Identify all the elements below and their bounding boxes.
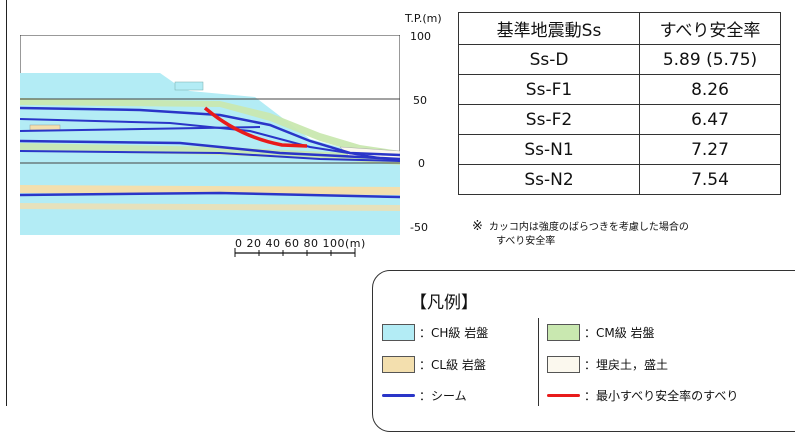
ss-cell: Ss-N1 — [458, 134, 640, 165]
legend-divider — [538, 318, 539, 406]
cl-band — [20, 185, 400, 195]
elevation-label: 0 — [418, 157, 425, 170]
seam-swatch — [382, 387, 415, 404]
cm-swatch — [547, 324, 580, 341]
column-header: すべり安全率 — [639, 12, 781, 45]
legend-label: ：埋戻土，盛土 — [584, 358, 669, 372]
safety-factor-cell: 5.89 (5.75) — [639, 44, 781, 75]
table-row: Ss-F2 6.47 — [458, 104, 781, 135]
legend-item-fill: ：埋戻土，盛土 — [547, 356, 668, 373]
legend-label: ：CH級 岩盤 — [419, 326, 489, 340]
cm-band — [20, 143, 400, 165]
cl-swatch — [382, 356, 415, 373]
scale-bar — [234, 248, 356, 257]
slip-swatch — [547, 387, 580, 404]
ch-swatch — [382, 324, 415, 341]
ss-cell: Ss-F1 — [458, 74, 640, 105]
elevation-label: -50 — [410, 221, 428, 234]
seam-line — [20, 191, 400, 199]
ss-cell: Ss-D — [458, 44, 640, 75]
legend-item-seam: ：シーム — [382, 387, 467, 404]
legend-label: ：最小すべり安全率のすべり — [584, 389, 739, 403]
legend-item-cm: ：CM級 岩盤 — [547, 324, 655, 341]
reference-mark: ※ — [472, 219, 483, 234]
safety-factor-cell: 6.47 — [639, 104, 781, 135]
critical-slip-surface — [203, 106, 308, 148]
legend-label: ：CL級 岩盤 — [419, 358, 486, 372]
seam-line — [20, 118, 400, 162]
legend-item-ch: ：CH級 岩盤 — [382, 324, 488, 341]
elevation-label: 50 — [413, 94, 427, 107]
geological-cross-section — [20, 35, 400, 235]
note-line: カッコ内は強度のばらつきを考慮した場合の — [488, 222, 689, 233]
note-line: すべり安全率 — [496, 236, 556, 247]
safety-factor-cell: 8.26 — [639, 74, 781, 105]
seam-line — [20, 139, 400, 161]
table-row: Ss-D 5.89 (5.75) — [458, 44, 781, 75]
seam-line — [20, 150, 400, 162]
table-header-row: 基準地震動Ss すべり安全率 — [458, 12, 781, 45]
legend-item-cl: ：CL級 岩盤 — [382, 356, 486, 373]
table-note: ※ カッコ内は強度のばらつきを考慮した場合の すべり安全率 — [472, 220, 689, 249]
scale-label: 0 20 40 60 80 100(m) — [235, 237, 366, 250]
cl-band — [29, 124, 61, 131]
elevation-label: 100 — [410, 30, 431, 43]
fill-swatch — [547, 356, 580, 373]
cl-band — [20, 203, 400, 211]
ss-cell: Ss-N2 — [458, 164, 640, 195]
legend-item-slip: ：最小すべり安全率のすべり — [547, 387, 738, 404]
left-frame-border — [6, 0, 7, 406]
seam-line — [20, 126, 261, 132]
table-row: Ss-N2 7.54 — [458, 164, 781, 195]
column-header: 基準地震動Ss — [458, 12, 640, 45]
legend-label: ：シーム — [419, 389, 467, 403]
legend-title: 【凡例】 — [410, 293, 478, 313]
tp-label: T.P.(m) — [405, 12, 442, 25]
safety-factor-table: 基準地震動Ss すべり安全率 Ss-D 5.89 (5.75) Ss-F1 8.… — [458, 12, 781, 195]
table-row: Ss-F1 8.26 — [458, 74, 781, 105]
ss-cell: Ss-F2 — [458, 104, 640, 135]
safety-factor-cell: 7.27 — [639, 134, 781, 165]
ch-rock-block — [174, 81, 204, 91]
table-row: Ss-N1 7.27 — [458, 134, 781, 165]
safety-factor-cell: 7.54 — [639, 164, 781, 195]
legend-label: ：CM級 岩盤 — [584, 326, 655, 340]
